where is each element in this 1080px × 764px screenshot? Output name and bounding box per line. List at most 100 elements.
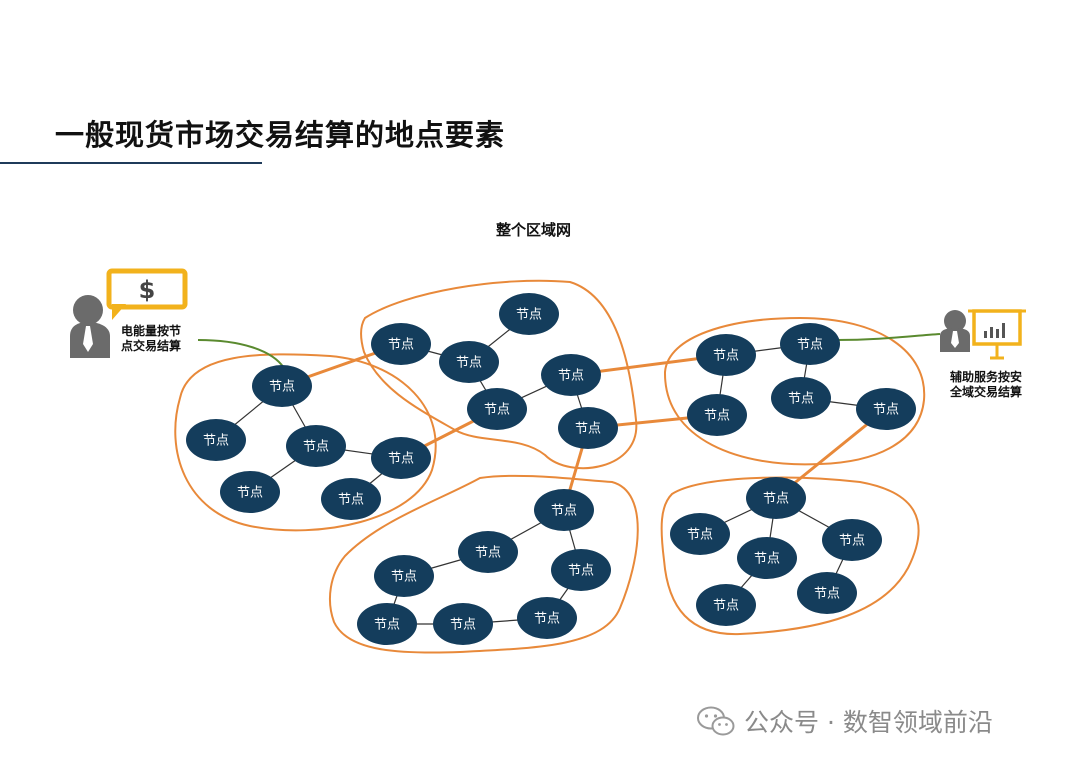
region-top-center-outline [360, 279, 638, 470]
node-label: 节点 [839, 534, 865, 549]
network-node: 节点 [321, 478, 381, 520]
person-icon [940, 310, 970, 352]
network-node: 节点 [551, 549, 611, 591]
node-label: 节点 [388, 338, 414, 353]
node-shape [856, 388, 916, 430]
node-label: 节点 [551, 504, 577, 519]
node-shape [371, 437, 431, 479]
person-icon [70, 295, 110, 358]
node-label: 节点 [516, 308, 542, 323]
node-shape [433, 603, 493, 645]
wechat-icon [697, 706, 735, 736]
network-node: 节点 [458, 531, 518, 573]
node-shape [517, 597, 577, 639]
network-node: 节点 [186, 419, 246, 461]
region-left-outline [174, 353, 437, 532]
dollar-symbol: $ [139, 276, 156, 304]
network-node: 节点 [286, 425, 346, 467]
node-shape [687, 394, 747, 436]
network-node: 节点 [534, 489, 594, 531]
node-label: 节点 [687, 528, 713, 543]
network-node: 节点 [822, 519, 882, 561]
node-label: 节点 [203, 434, 229, 449]
network-node: 节点 [780, 323, 840, 365]
watermark-text: 公众号 · 数智领域前沿 [744, 708, 993, 737]
node-shape [797, 572, 857, 614]
network-node: 节点 [687, 394, 747, 436]
node-shape [746, 477, 806, 519]
node-shape [374, 555, 434, 597]
network-node: 节点 [670, 513, 730, 555]
right-actor-label: 辅助服务按安 全域交易结算 [950, 370, 1023, 399]
chart-board-icon [968, 309, 1026, 360]
region-bottom-center-outline [328, 474, 639, 654]
node-shape [670, 513, 730, 555]
network-node: 节点 [696, 334, 756, 376]
node-label: 节点 [873, 403, 899, 418]
node-label: 节点 [797, 338, 823, 353]
node-label: 节点 [704, 409, 730, 424]
node-shape [737, 537, 797, 579]
node-label: 节点 [558, 369, 584, 384]
network-node: 节点 [220, 471, 280, 513]
node-shape [551, 549, 611, 591]
node-label: 节点 [713, 599, 739, 614]
network-node: 节点 [433, 603, 493, 645]
node-label: 节点 [388, 452, 414, 467]
node-label: 节点 [303, 440, 329, 455]
node-label: 节点 [788, 392, 814, 407]
node-shape [439, 341, 499, 383]
network-node: 节点 [797, 572, 857, 614]
right-actor [940, 309, 1026, 360]
node-shape [321, 478, 381, 520]
page-title: 一般现货市场交易结算的地点要素 [55, 118, 506, 152]
node-label: 节点 [475, 546, 501, 561]
node-shape [186, 419, 246, 461]
node-shape [696, 584, 756, 626]
node-shape [534, 489, 594, 531]
network-node: 节点 [371, 437, 431, 479]
network-node: 节点 [746, 477, 806, 519]
node-label: 节点 [269, 380, 295, 395]
node-shape [220, 471, 280, 513]
node-label: 节点 [575, 422, 601, 437]
node-shape [286, 425, 346, 467]
network-node: 节点 [374, 555, 434, 597]
network-node: 节点 [558, 407, 618, 449]
network-node: 节点 [371, 323, 431, 365]
network-node: 节点 [737, 537, 797, 579]
node-shape [780, 323, 840, 365]
node-label: 节点 [713, 349, 739, 364]
left-actor: $ [70, 268, 188, 358]
node-shape [696, 334, 756, 376]
node-shape [822, 519, 882, 561]
network-node: 节点 [467, 388, 527, 430]
node-label: 节点 [754, 552, 780, 567]
node-shape [558, 407, 618, 449]
network-node: 节点 [252, 365, 312, 407]
node-shape [499, 293, 559, 335]
network-node: 节点 [439, 341, 499, 383]
left-actor-label: 电能量按节 点交易结算 [121, 324, 182, 353]
node-label: 节点 [534, 612, 560, 627]
network-node: 节点 [499, 293, 559, 335]
node-label: 节点 [338, 493, 364, 508]
node-label: 节点 [450, 618, 476, 633]
node-label: 节点 [814, 587, 840, 602]
node-shape [467, 388, 527, 430]
node-label: 节点 [456, 356, 482, 371]
node-shape [458, 531, 518, 573]
node-label: 节点 [763, 492, 789, 507]
node-label: 节点 [374, 618, 400, 633]
node-label: 节点 [237, 486, 263, 501]
region-right-outline [663, 316, 926, 466]
node-shape [771, 377, 831, 419]
node-shape [252, 365, 312, 407]
node-label: 节点 [484, 403, 510, 418]
node-shape [541, 354, 601, 396]
network-node: 节点 [771, 377, 831, 419]
network-node: 节点 [517, 597, 577, 639]
diagram-title: 整个区域网 [496, 221, 572, 239]
node-shape [371, 323, 431, 365]
